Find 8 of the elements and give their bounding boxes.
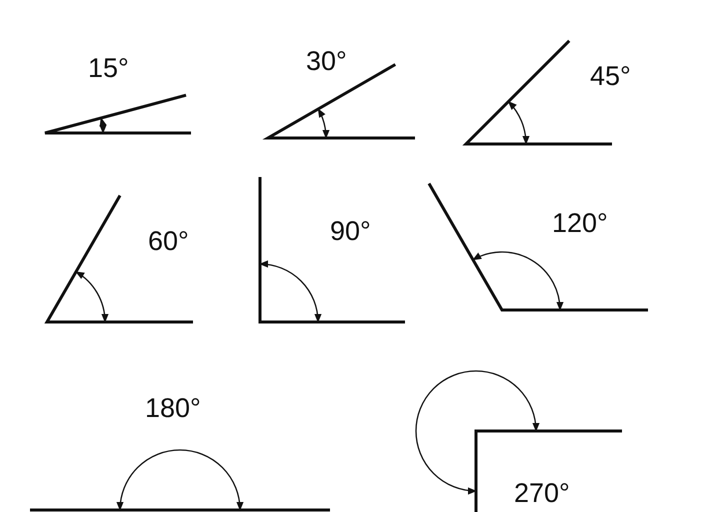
angle-label: 60° [148, 228, 189, 255]
angle-label: 120° [552, 210, 608, 237]
angle-label: 15° [88, 55, 129, 82]
angle-label: 180° [145, 395, 201, 422]
angle-label: 45° [590, 63, 631, 90]
angle-label: 90° [330, 218, 371, 245]
angle-label: 30° [306, 48, 347, 75]
angle-label: 270° [514, 480, 570, 507]
